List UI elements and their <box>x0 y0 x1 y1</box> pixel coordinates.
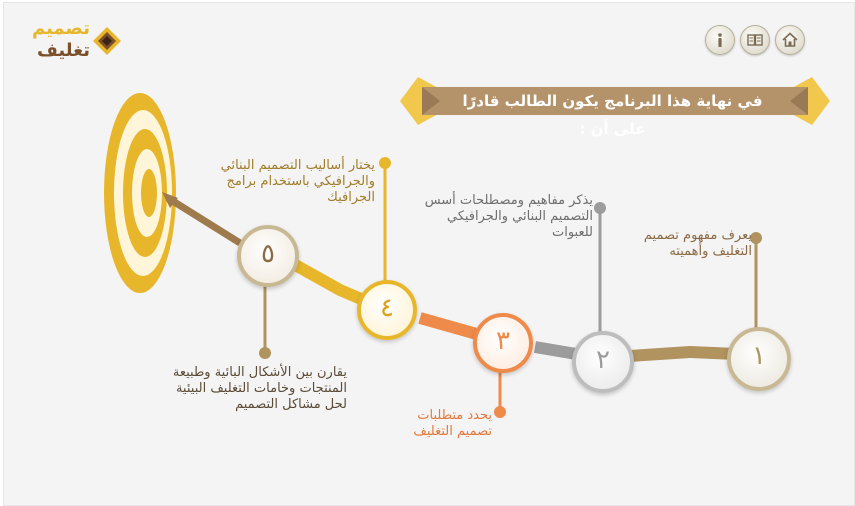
objectives-banner <box>400 77 830 125</box>
step-circle-1[interactable]: ١ <box>727 327 791 391</box>
objective-3-text: يحدد متطلبات تصميم التغليف <box>413 408 492 439</box>
objective-1-text: يعرف مفهوم تصميم التغليف وأهميته <box>643 228 752 259</box>
book-icon <box>747 34 763 46</box>
step-circle-5[interactable]: ٥ <box>237 225 299 287</box>
objective-2-text: يذكر مفاهيم ومصطلحات أسس التصميم البنائي… <box>424 193 593 240</box>
home-icon <box>782 32 798 47</box>
logo-line2: تغليف <box>36 40 90 61</box>
step-number-5: ٥ <box>261 239 275 269</box>
logo-icon <box>93 27 121 55</box>
home-button[interactable] <box>775 25 805 55</box>
step-number-1: ١ <box>752 341 766 371</box>
info-icon <box>718 33 722 47</box>
step-circle-4[interactable]: ٤ <box>357 280 417 340</box>
objective-4-text: يختار أساليب التصميم البنائي والجرافيكي … <box>220 158 375 205</box>
book-button[interactable] <box>740 25 770 55</box>
step-number-3: ٣ <box>496 326 510 356</box>
objective-5-text: يقارن بين الأشكال البائية وطبيعة المنتجا… <box>172 365 347 412</box>
logo: تصميم تغليف <box>30 18 125 66</box>
banner-heading: في نهاية هذا البرنامج يكون الطالب قادرًا… <box>462 92 763 138</box>
logo-line1: تصميم <box>31 18 90 39</box>
step-number-2: ٢ <box>596 345 610 375</box>
step-number-4: ٤ <box>380 293 394 323</box>
info-button[interactable] <box>705 25 735 55</box>
target-icon <box>104 93 176 293</box>
step-circle-2[interactable]: ٢ <box>572 331 634 393</box>
step-circle-3[interactable]: ٣ <box>473 313 533 373</box>
